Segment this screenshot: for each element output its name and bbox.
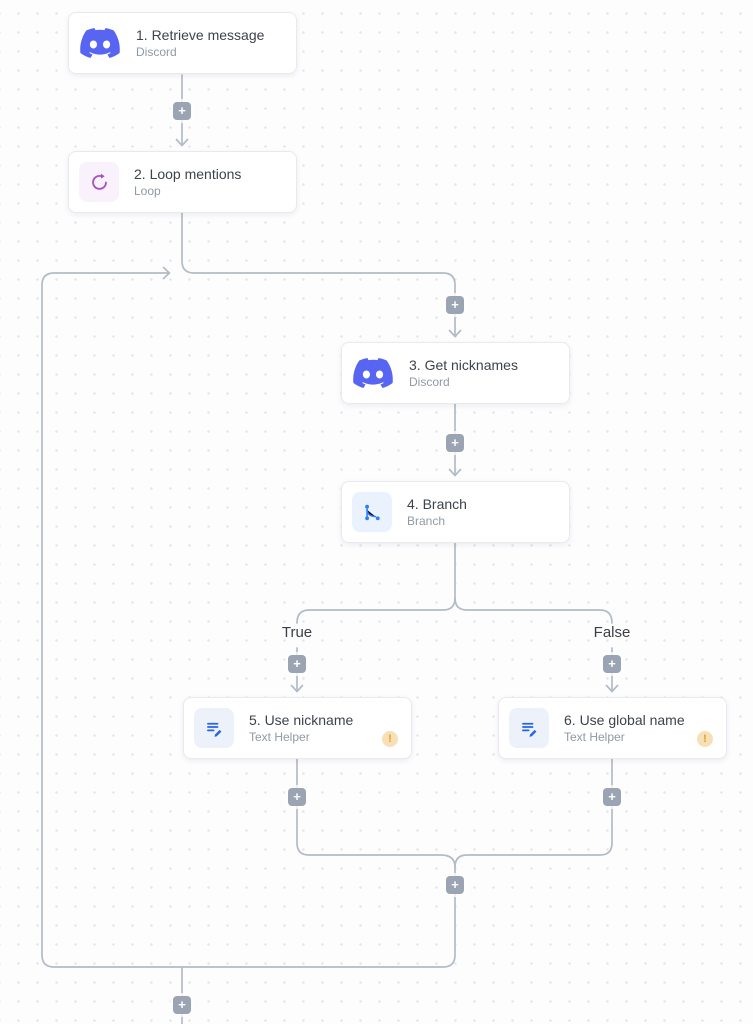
arrow-down-icon	[290, 684, 304, 693]
add-step-button[interactable]: +	[288, 788, 306, 806]
node-use-nickname[interactable]: 5. Use nickname Text Helper !	[183, 697, 412, 759]
text-helper-icon	[194, 708, 234, 748]
loop-icon	[79, 162, 119, 202]
add-step-button[interactable]: +	[603, 788, 621, 806]
node-loop-mentions[interactable]: 2. Loop mentions Loop	[68, 151, 297, 213]
edge-loop-return	[41, 272, 456, 968]
branch-icon	[352, 492, 392, 532]
node-get-nicknames[interactable]: 3. Get nicknames Discord	[341, 342, 570, 404]
node-title: 6. Use global name	[564, 711, 685, 728]
node-use-global-name[interactable]: 6. Use global name Text Helper !	[498, 697, 727, 759]
add-step-button[interactable]: +	[288, 655, 306, 673]
node-retrieve-message[interactable]: 1. Retrieve message Discord	[68, 12, 297, 74]
node-subtitle: Text Helper	[564, 729, 625, 744]
add-step-button[interactable]: +	[603, 655, 621, 673]
node-title: 1. Retrieve message	[136, 26, 265, 43]
add-step-button[interactable]: +	[173, 102, 191, 120]
arrow-down-icon	[605, 684, 619, 693]
node-title: 2. Loop mentions	[134, 165, 242, 182]
arrow-right-icon	[162, 266, 171, 280]
text-helper-icon	[509, 708, 549, 748]
edge-branch-true	[296, 597, 456, 624]
edge-step6-merge	[454, 758, 613, 868]
node-subtitle: Discord	[136, 44, 177, 59]
add-step-button[interactable]: +	[446, 434, 464, 452]
node-subtitle: Discord	[409, 374, 450, 389]
warning-icon: !	[382, 731, 398, 747]
arrow-down-icon	[448, 329, 462, 338]
node-title: 3. Get nicknames	[409, 356, 518, 373]
add-step-button[interactable]: +	[446, 876, 464, 894]
discord-icon	[352, 353, 394, 393]
node-title: 5. Use nickname	[249, 711, 354, 728]
node-branch[interactable]: 4. Branch Branch	[341, 481, 570, 543]
arrow-down-icon	[448, 468, 462, 477]
node-subtitle: Branch	[407, 513, 446, 528]
warning-icon: !	[697, 731, 713, 747]
add-step-button[interactable]: +	[446, 296, 464, 314]
branch-true-label: True	[281, 624, 313, 641]
branch-false-label: False	[593, 624, 631, 641]
node-title: 4. Branch	[407, 495, 467, 512]
arrow-down-icon	[175, 138, 189, 147]
add-step-button[interactable]: +	[173, 996, 191, 1014]
edge-loop-entry	[181, 212, 456, 337]
discord-icon	[79, 23, 121, 63]
node-subtitle: Text Helper	[249, 729, 310, 744]
edge-branch-false	[454, 597, 613, 624]
node-subtitle: Loop	[134, 183, 161, 198]
